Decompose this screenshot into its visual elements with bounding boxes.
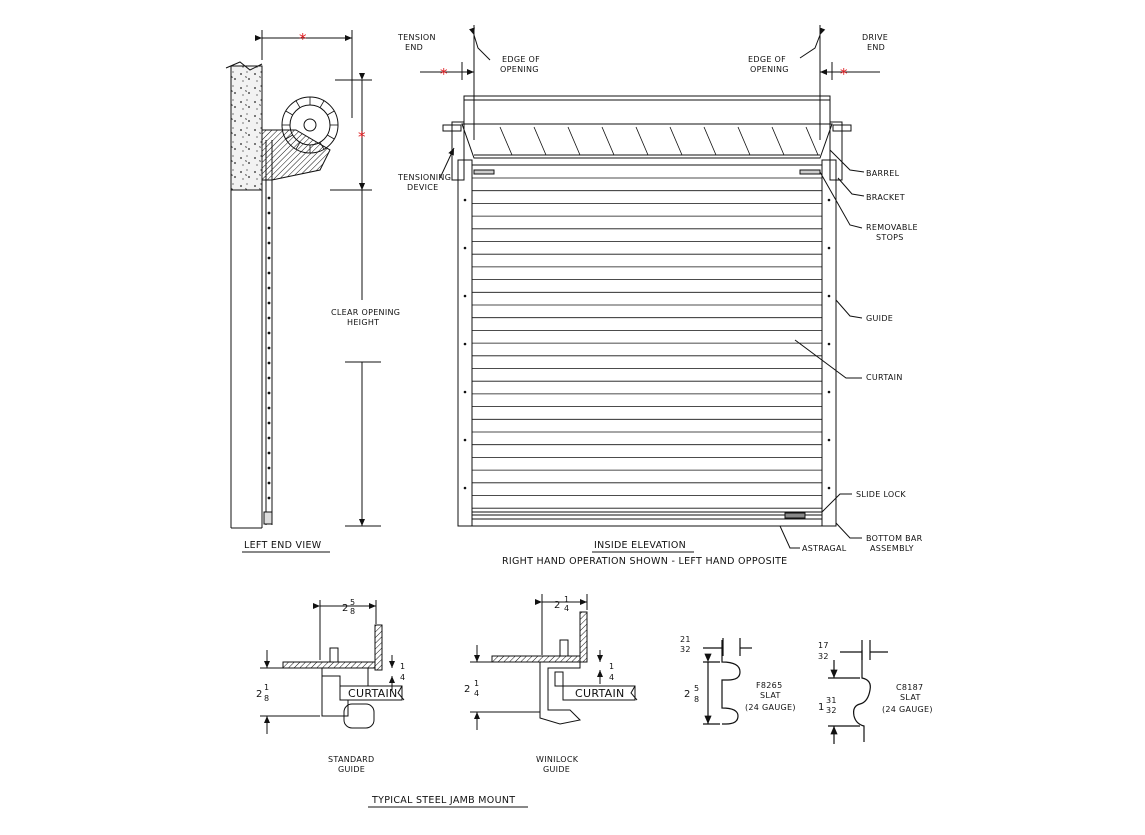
- standard-height-num: 1: [264, 683, 269, 692]
- winilock-guide-label: WINILOCK: [536, 755, 579, 764]
- tension-end-label-2: END: [405, 43, 423, 52]
- concrete-wall: [230, 65, 263, 191]
- clear-opening-label-2: HEIGHT: [347, 318, 379, 327]
- standard-width-num: 5: [350, 598, 355, 607]
- standard-guide-detail: [260, 600, 405, 734]
- standard-gap-den: 4: [400, 673, 405, 682]
- drive-end-label-2: END: [867, 43, 885, 52]
- barrel-label: BARREL: [866, 169, 900, 178]
- c8187-label-2: SLAT: [900, 693, 921, 702]
- f8265-h-den: 8: [694, 695, 699, 704]
- guide-label: GUIDE: [866, 314, 893, 323]
- f8265-slat-profile: [703, 638, 752, 725]
- f8265-h-whole: 2: [684, 689, 691, 700]
- bottom-bar-label: BOTTOM BAR: [866, 534, 923, 543]
- left-end-view-title: LEFT END VIEW: [244, 540, 322, 551]
- slide-lock-label: SLIDE LOCK: [856, 490, 906, 499]
- curtain-label: CURTAIN: [866, 373, 903, 382]
- c8187-label-3: (24 GAUGE): [882, 705, 933, 714]
- tensioning-device-label: TENSIONING: [397, 173, 451, 182]
- winilock-guide-detail: [470, 594, 638, 730]
- removable-stops-label: REMOVABLE: [866, 223, 918, 232]
- standard-gap-num: 1: [400, 662, 405, 671]
- curtain: [471, 164, 823, 516]
- f8265-label: F8265: [756, 681, 782, 690]
- standard-curtain-box: [339, 685, 403, 701]
- standard-width-whole: 2: [342, 603, 349, 614]
- winilock-gap-num: 1: [609, 662, 614, 671]
- c8187-slat-profile: [828, 640, 888, 744]
- barrel: [461, 123, 833, 159]
- drive-end-label: DRIVE: [862, 33, 888, 42]
- f8265-label-2: SLAT: [760, 691, 781, 700]
- asterisk-side: *: [358, 128, 366, 146]
- c8187-h-den: 32: [826, 706, 837, 715]
- f8265-label-3: (24 GAUGE): [745, 703, 796, 712]
- winilock-width-num: 1: [564, 595, 569, 604]
- winilock-width-den: 4: [564, 604, 569, 613]
- c8187-h-num: 31: [826, 696, 837, 705]
- winilock-width-whole: 2: [554, 600, 561, 611]
- f8265-top-num: 21: [680, 635, 691, 644]
- tensioning-device-label-2: DEVICE: [407, 183, 439, 192]
- winilock-curtain-label: CURTAIN: [575, 687, 625, 700]
- winilock-curtain-box: [562, 685, 636, 701]
- winilock-height-den: 4: [474, 689, 479, 698]
- asterisk-top: *: [299, 30, 307, 48]
- winilock-height-whole: 2: [464, 684, 471, 695]
- standard-width-den: 8: [350, 607, 355, 616]
- inside-elevation-title: INSIDE ELEVATION: [594, 540, 686, 551]
- inside-elevation: [420, 25, 880, 549]
- asterisk-left-edge: *: [440, 65, 448, 83]
- standard-guide-label: STANDARD: [328, 755, 374, 764]
- bottom-bar-label-2: ASSEMBLY: [870, 544, 914, 553]
- standard-height-whole: 2: [256, 689, 263, 700]
- c8187-top-den: 32: [818, 652, 829, 661]
- clear-opening-label: CLEAR OPENING: [331, 308, 400, 317]
- guide-bolt-holes: [267, 196, 271, 515]
- c8187-label: C8187: [896, 683, 923, 692]
- edge-opening-left-2: OPENING: [500, 65, 539, 74]
- jamb-mount-title: TYPICAL STEEL JAMB MOUNT: [371, 795, 515, 806]
- winilock-guide-label-2: GUIDE: [543, 765, 570, 774]
- inside-elevation-subtitle: RIGHT HAND OPERATION SHOWN - LEFT HAND O…: [502, 556, 787, 567]
- astragal-label: ASTRAGAL: [802, 544, 847, 553]
- standard-height-den: 8: [264, 694, 269, 703]
- c8187-top-num: 17: [818, 641, 829, 650]
- asterisk-right-edge: *: [840, 65, 848, 83]
- edge-opening-right-2: OPENING: [750, 65, 789, 74]
- left-end-view: [225, 30, 381, 529]
- edge-opening-left: EDGE OF: [502, 55, 540, 64]
- bracket-label: BRACKET: [866, 193, 905, 202]
- standard-guide-label-2: GUIDE: [338, 765, 365, 774]
- f8265-h-num: 5: [694, 684, 699, 693]
- f8265-top-den: 32: [680, 645, 691, 654]
- c8187-h-whole: 1: [818, 702, 825, 713]
- winilock-gap-den: 4: [609, 673, 614, 682]
- edge-opening-right: EDGE OF: [748, 55, 786, 64]
- tension-end-label: TENSION: [397, 33, 436, 42]
- winilock-height-num: 1: [474, 679, 479, 688]
- removable-stops-label-2: STOPS: [876, 233, 904, 242]
- standard-curtain-label: CURTAIN: [348, 687, 398, 700]
